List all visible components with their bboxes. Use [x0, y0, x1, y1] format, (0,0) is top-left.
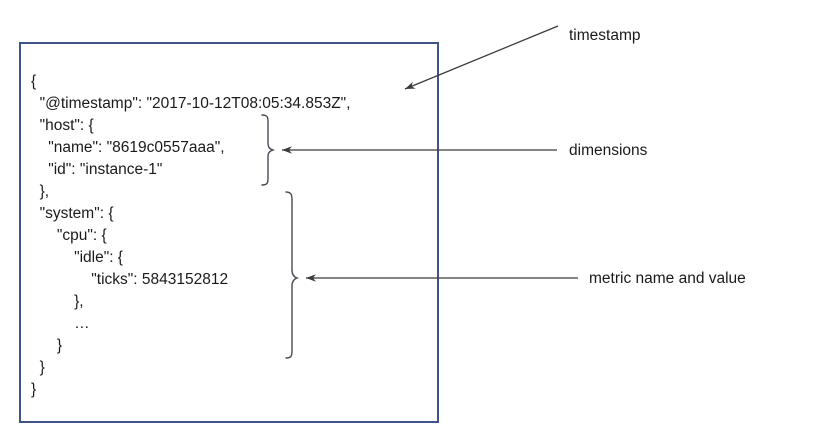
json-document-text: { "@timestamp": "2017-10-12T08:05:34.853… [31, 72, 351, 398]
json-document-box: { "@timestamp": "2017-10-12T08:05:34.853… [19, 42, 439, 423]
annotation-label-dimensions: dimensions [569, 142, 648, 159]
annotation-label-timestamp: timestamp [569, 27, 641, 44]
annotation-label-metric: metric name and value [589, 270, 746, 287]
